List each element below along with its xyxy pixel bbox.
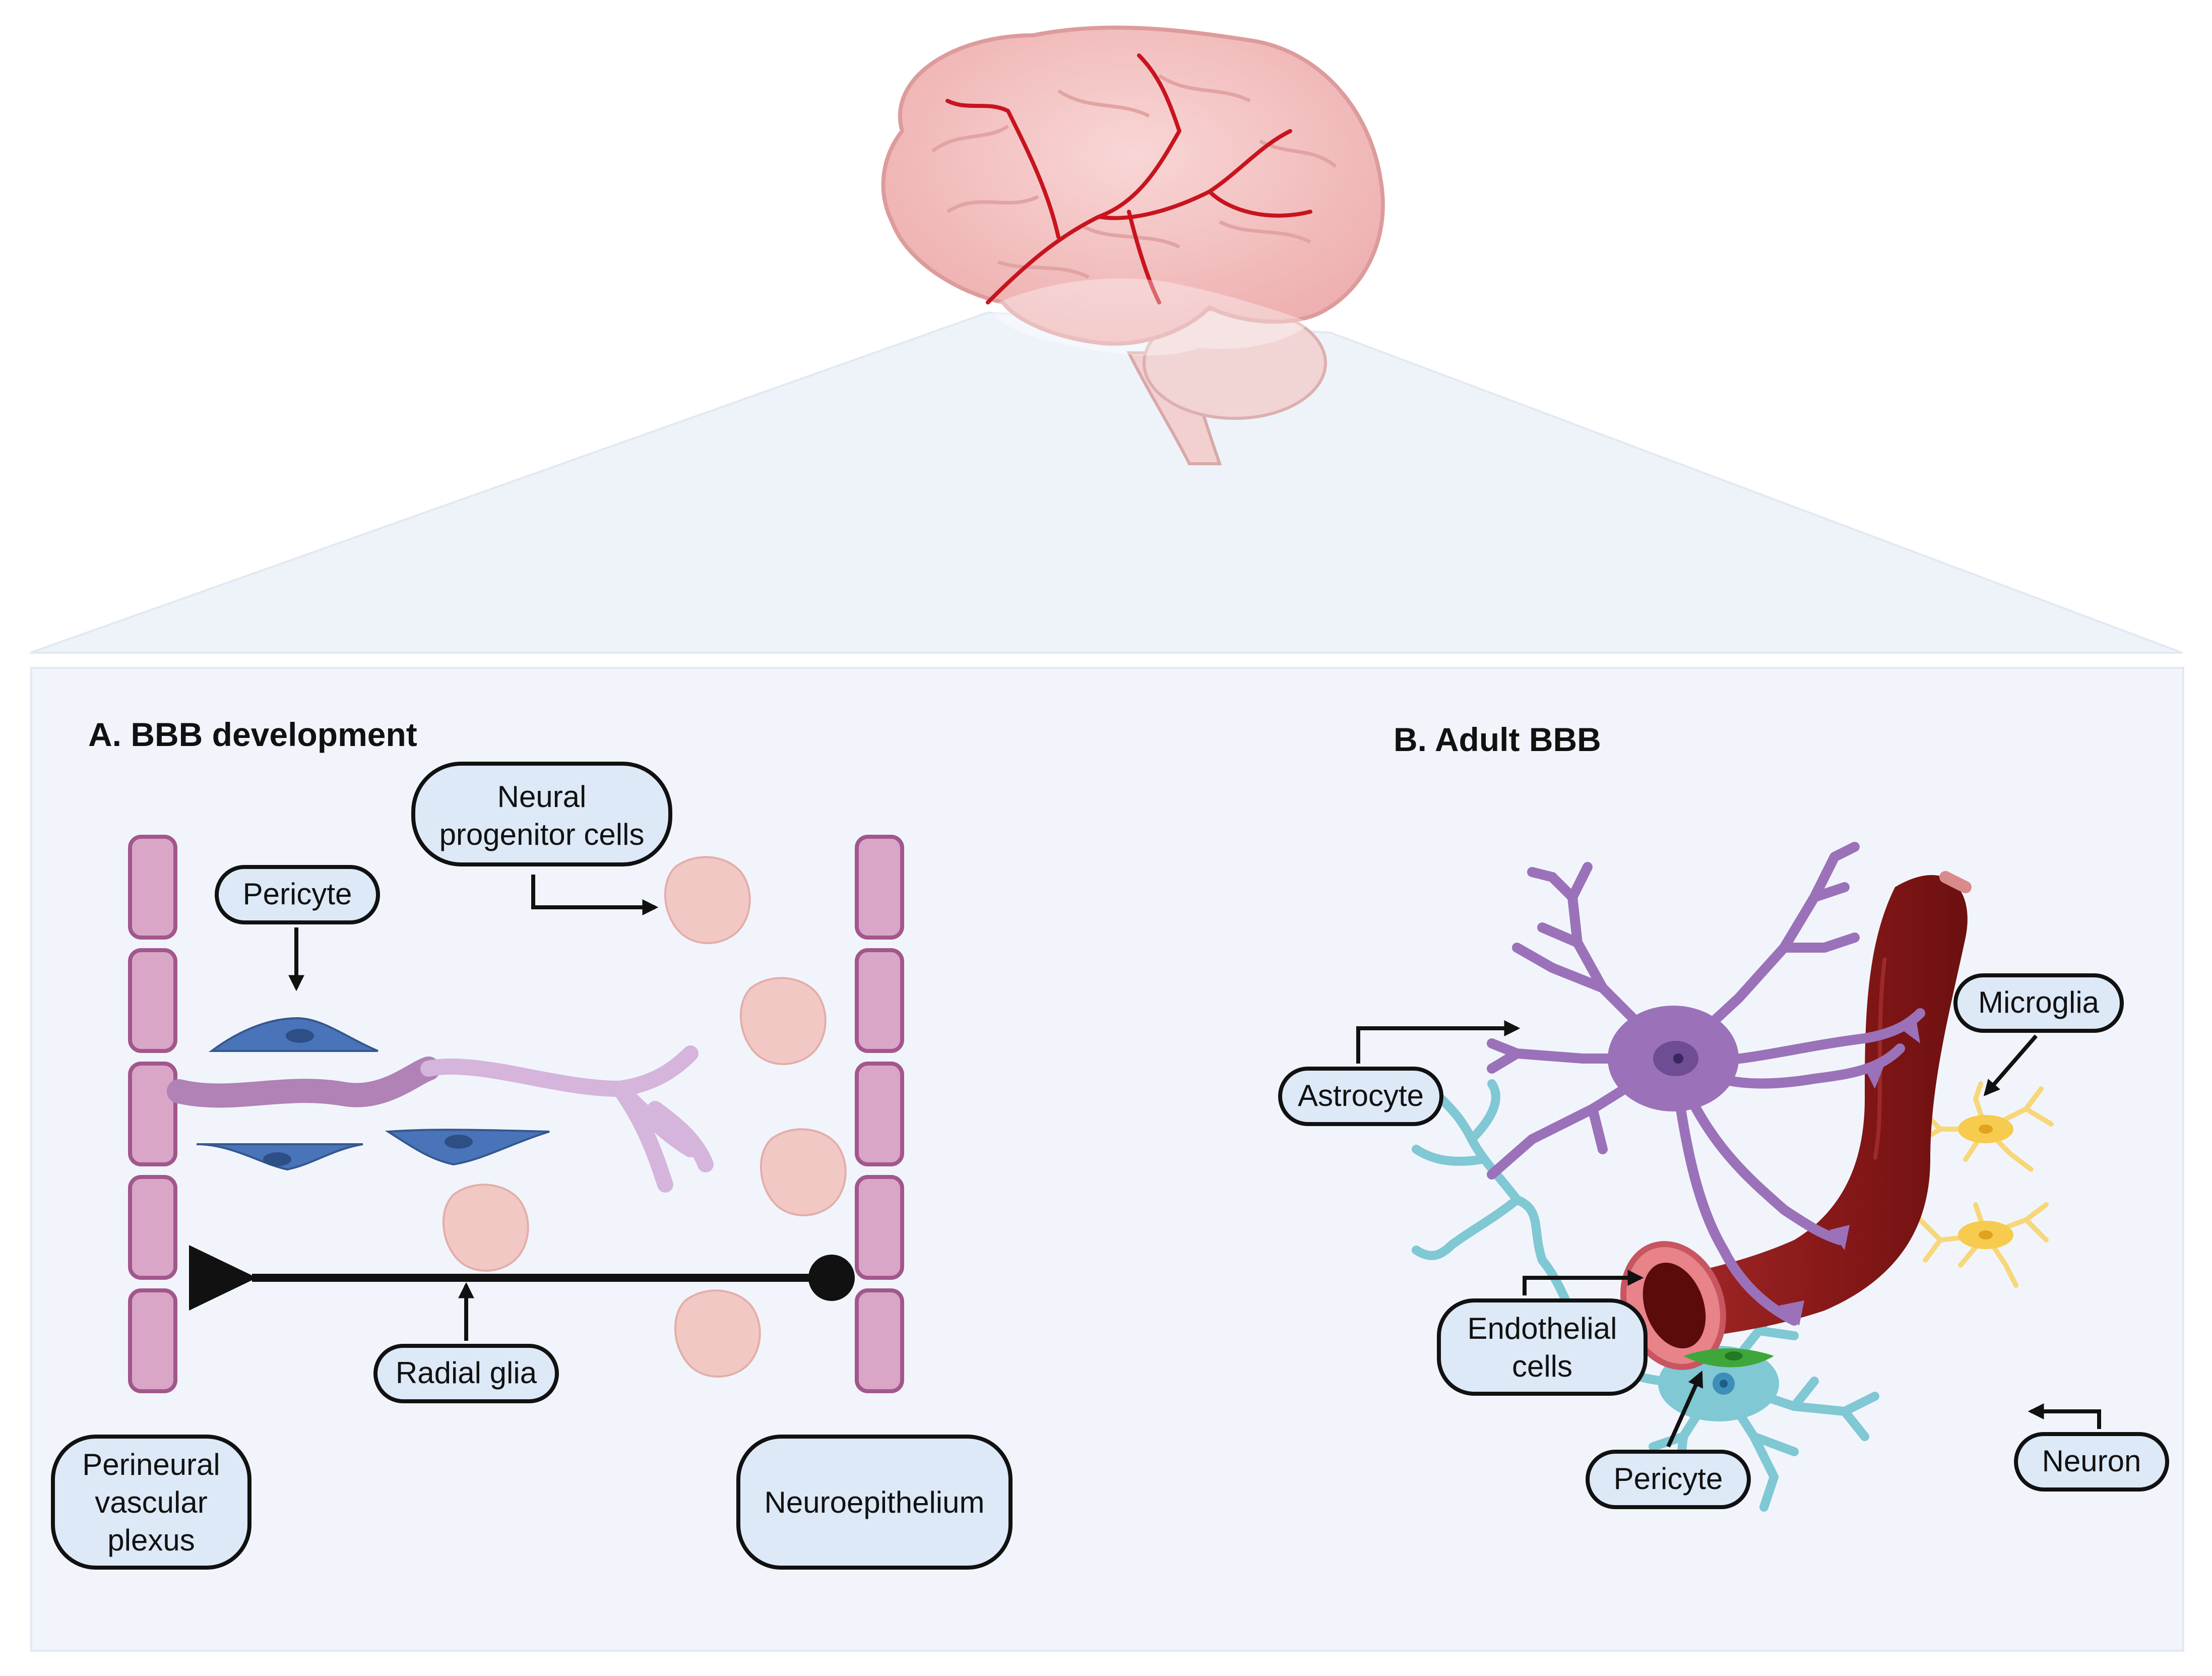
label-neural-progenitor-cells: Neural progenitor cells bbox=[411, 762, 672, 866]
svg-text:Microglia: Microglia bbox=[1978, 985, 2100, 1019]
svg-text:Pericyte: Pericyte bbox=[1614, 1462, 1723, 1496]
label-perineural-vascular-plexus: Perineural vascular plexus bbox=[51, 1435, 251, 1570]
perineural-vessel-column bbox=[128, 835, 177, 1393]
pericyte-cells-a bbox=[196, 1017, 550, 1171]
blood-vessel bbox=[1620, 871, 1972, 1370]
svg-text:cells: cells bbox=[1512, 1349, 1572, 1383]
label-neuron: Neuron bbox=[2014, 1432, 2169, 1492]
svg-text:Pericyte: Pericyte bbox=[243, 877, 352, 911]
zoom-cone bbox=[30, 311, 2183, 654]
svg-text:Perineural: Perineural bbox=[82, 1448, 220, 1481]
label-pericyte-a: Pericyte bbox=[215, 865, 380, 924]
svg-text:Neuroepithelium: Neuroepithelium bbox=[765, 1485, 985, 1519]
arrow-neuron bbox=[2028, 1403, 2101, 1429]
endothelial-sprout-branches bbox=[420, 1045, 714, 1193]
label-microglia: Microglia bbox=[1953, 973, 2124, 1033]
panel-background bbox=[30, 667, 2184, 1652]
panel-a-title: A. BBB development bbox=[88, 716, 417, 753]
svg-text:Astrocyte: Astrocyte bbox=[1298, 1079, 1424, 1112]
svg-text:Neuron: Neuron bbox=[2042, 1444, 2141, 1478]
microglia-cells bbox=[1913, 1081, 2054, 1288]
label-radial-glia: Radial glia bbox=[373, 1344, 559, 1403]
svg-text:plexus: plexus bbox=[107, 1523, 195, 1557]
radial-glia bbox=[189, 1245, 855, 1311]
arrow-microglia bbox=[1983, 1034, 2038, 1096]
svg-text:vascular: vascular bbox=[95, 1485, 207, 1519]
endothelial-sprout bbox=[167, 1057, 440, 1108]
label-neuroepithelium: Neuroepithelium bbox=[736, 1435, 1013, 1570]
arrow-neural-progenitor bbox=[531, 875, 659, 915]
panel-b-title: B. Adult BBB bbox=[1394, 721, 1601, 758]
brain-illustration bbox=[881, 25, 1385, 465]
svg-text:Radial glia: Radial glia bbox=[396, 1356, 537, 1390]
arrow-pericyte-b bbox=[1666, 1371, 1703, 1448]
label-pericyte-b: Pericyte bbox=[1586, 1450, 1751, 1509]
arrow-astrocyte bbox=[1356, 1020, 1521, 1064]
svg-text:progenitor cells: progenitor cells bbox=[439, 818, 645, 851]
svg-text:Neural: Neural bbox=[497, 780, 587, 814]
label-endothelial-cells: Endothelial cells bbox=[1437, 1298, 1648, 1396]
neural-progenitor-cells bbox=[442, 856, 847, 1378]
label-astrocyte: Astrocyte bbox=[1278, 1067, 1443, 1126]
svg-text:Endothelial: Endothelial bbox=[1468, 1312, 1617, 1345]
arrow-endothelial bbox=[1523, 1270, 1644, 1295]
neuroepithelium-column bbox=[855, 835, 904, 1393]
